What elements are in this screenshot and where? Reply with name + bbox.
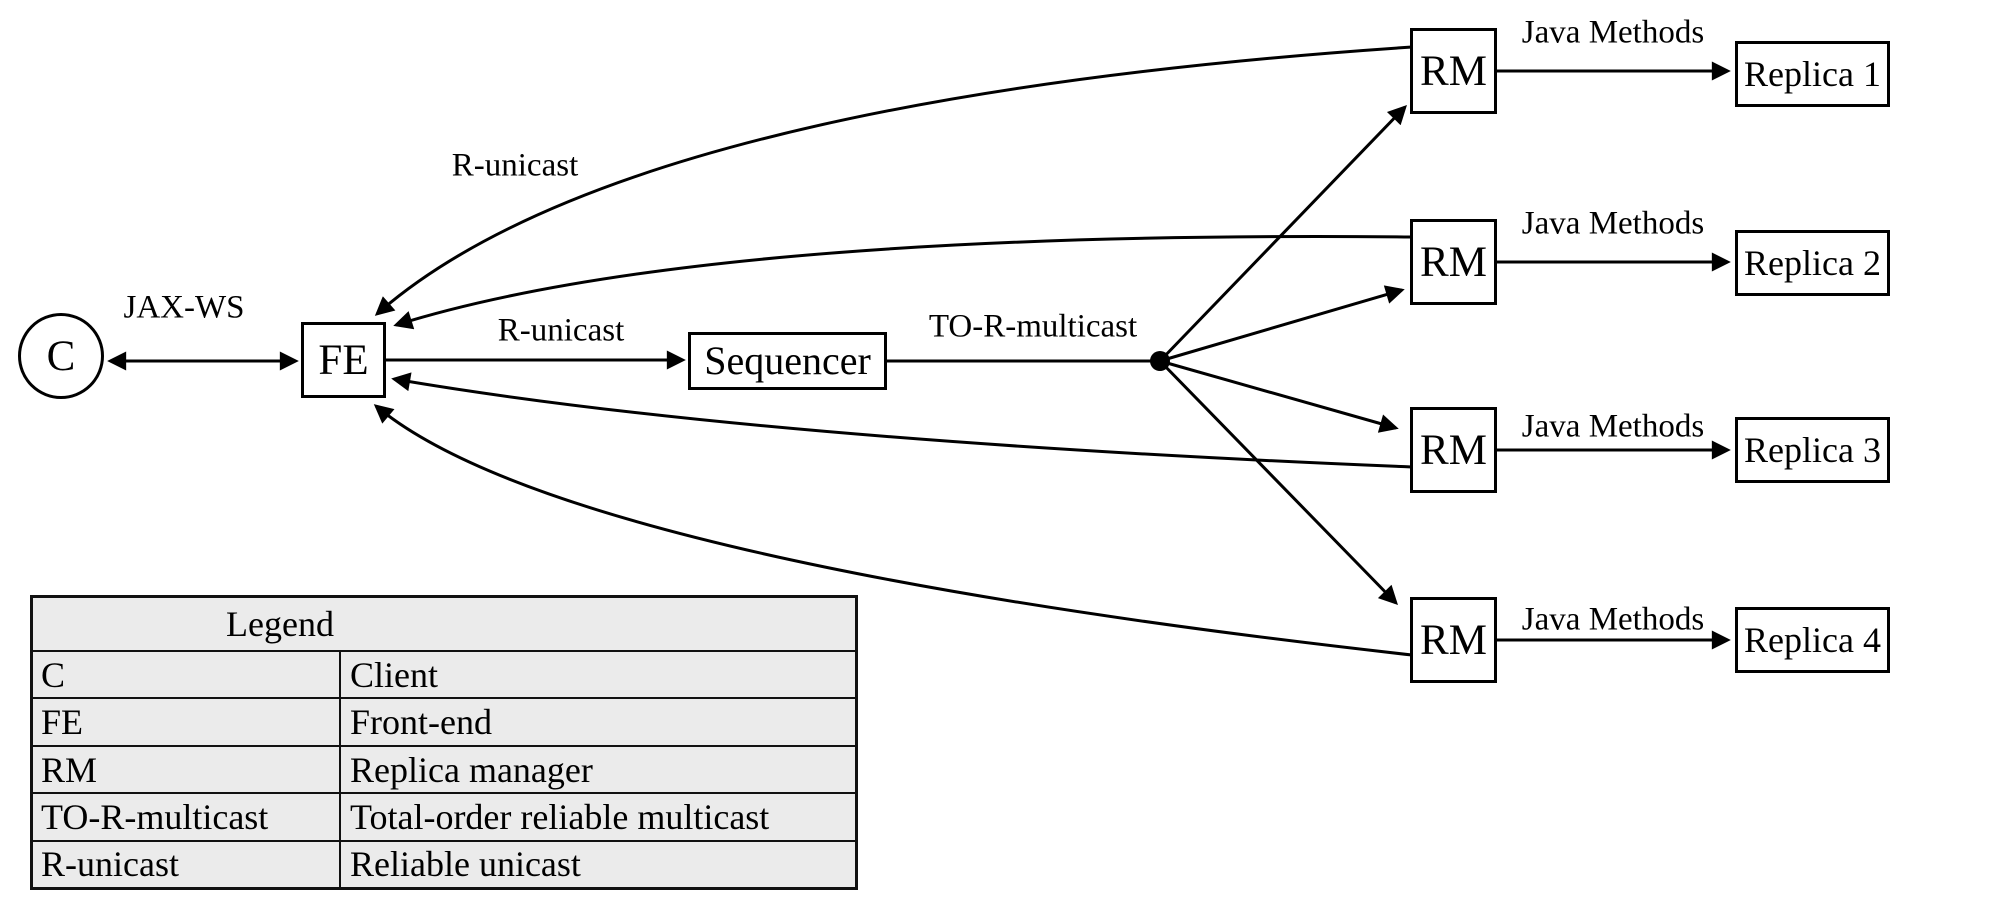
node-rm-4-label: RM [1420,616,1487,664]
node-replica-2-label: Replica 2 [1744,243,1881,283]
node-frontend-label: FE [318,336,369,384]
node-replica-4: Replica 4 [1735,607,1890,673]
legend-definition: Reliable unicast [350,844,581,885]
legend-definition: Total-order reliable multicast [350,796,770,837]
edge-label-jax-ws: JAX-WS [123,289,245,326]
legend-title: Legend [226,604,334,644]
node-replica-3-label: Replica 3 [1744,430,1881,470]
edge-label-java-methods-1: Java Methods [1521,14,1705,51]
node-replica-1: Replica 1 [1735,41,1890,107]
node-rm-2-label: RM [1420,238,1487,286]
node-rm-4: RM [1410,597,1497,683]
edge-label-r-unicast-forward: R-unicast [497,312,625,349]
legend-term: RM [33,746,341,793]
node-replica-1-label: Replica 1 [1744,54,1881,94]
legend-term: C [33,652,341,698]
legend-table: Legend C Client FE Front-end RM Replica … [30,595,858,890]
node-rm-3: RM [1410,407,1497,493]
legend-row-client: C Client [33,652,855,700]
legend-term: TO-R-multicast [33,794,341,840]
node-replica-3: Replica 3 [1735,417,1890,483]
legend-definition: Replica manager [350,749,593,790]
legend-definition: Client [350,654,438,695]
edge-rm1-frontend-return [374,45,1413,316]
node-rm-1-label: RM [1420,47,1487,95]
edge-label-java-methods-2: Java Methods [1521,205,1705,242]
edge-multicast-rm4 [1158,359,1398,606]
node-frontend: FE [301,322,386,398]
legend-row-rm: RM Replica manager [33,746,855,795]
legend-term: FE [33,699,341,745]
edge-multicast-rm3 [1159,359,1399,433]
edge-rm3-frontend-return [391,372,1413,469]
node-rm-1: RM [1410,28,1497,114]
node-replica-2: Replica 2 [1735,230,1890,296]
edge-label-r-unicast-return: R-unicast [451,147,579,184]
edge-rm4-frontend-return [373,404,1413,657]
legend-row-frontend: FE Front-end [33,699,855,747]
legend-row-to-r-multicast: TO-R-multicast Total-order reliable mult… [33,794,855,842]
node-rm-3-label: RM [1420,426,1487,474]
edge-multicast-rm2 [1159,285,1405,363]
edge-label-java-methods-3: Java Methods [1521,408,1705,445]
legend-definition: Front-end [350,702,492,743]
multicast-junction-dot [1150,351,1170,371]
node-sequencer: Sequencer [688,332,887,390]
legend-header: Legend [33,598,855,652]
edge-label-java-methods-4: Java Methods [1521,601,1705,638]
node-client: C [18,313,104,399]
edge-rm2-frontend-return [393,235,1413,330]
legend-row-r-unicast: R-unicast Reliable unicast [33,841,855,888]
legend-term: R-unicast [33,841,341,888]
edge-label-to-r-multicast: TO-R-multicast [928,308,1138,345]
node-replica-4-label: Replica 4 [1744,620,1881,660]
node-rm-2: RM [1410,219,1497,305]
node-client-label: C [46,332,76,380]
node-sequencer-label: Sequencer [704,338,871,383]
edge-multicast-rm1 [1158,104,1407,363]
